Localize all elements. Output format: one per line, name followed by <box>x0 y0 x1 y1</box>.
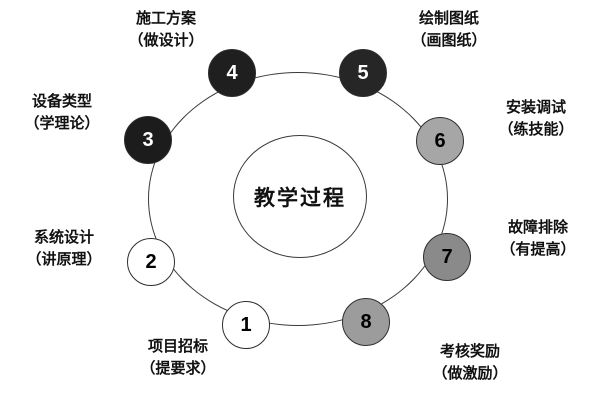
center-circle: 教学过程 <box>233 135 367 258</box>
step-title-4: 施工方案 <box>135 10 196 27</box>
step-subtitle-3: （学理论） <box>24 115 100 132</box>
step-subtitle-2: （讲原理） <box>26 251 102 268</box>
step-node-4: 4 <box>208 49 256 97</box>
step-subtitle-7: （有提高） <box>500 241 576 258</box>
step-title-7: 故障排除 <box>507 219 568 236</box>
step-label-3: 设备类型 （学理论） <box>0 91 124 135</box>
step-title-1: 项目招标 <box>147 338 208 355</box>
step-subtitle-6: （练技能） <box>498 121 574 138</box>
step-node-3: 3 <box>124 116 172 164</box>
step-subtitle-1: （提要求） <box>140 360 216 377</box>
step-title-8: 考核奖励 <box>439 343 500 360</box>
step-label-7: 故障排除 （有提高） <box>476 217 600 261</box>
step-node-2: 2 <box>127 238 175 286</box>
step-node-1: 1 <box>222 301 270 349</box>
step-node-6: 6 <box>416 117 464 165</box>
step-label-2: 系统设计 （讲原理） <box>2 227 126 271</box>
step-title-6: 安装调试 <box>505 99 566 116</box>
step-title-2: 系统设计 <box>33 229 94 246</box>
step-label-6: 安装调试 （练技能） <box>474 97 598 141</box>
step-subtitle-8: （做激励） <box>432 365 508 382</box>
step-label-8: 考核奖励 （做激励） <box>404 341 536 385</box>
step-label-5: 绘制图纸 （画图纸） <box>383 8 515 52</box>
step-node-8: 8 <box>342 298 390 346</box>
step-label-1: 项目招标 （提要求） <box>112 336 244 380</box>
center-label: 教学过程 <box>254 186 346 210</box>
step-node-5: 5 <box>339 49 387 97</box>
step-subtitle-4: （做设计） <box>128 32 204 49</box>
step-node-7: 7 <box>423 233 471 281</box>
process-ring <box>148 72 448 326</box>
step-title-5: 绘制图纸 <box>418 10 479 27</box>
step-subtitle-5: （画图纸） <box>411 32 487 49</box>
step-label-4: 施工方案 （做设计） <box>100 8 232 52</box>
step-title-3: 设备类型 <box>31 93 92 110</box>
